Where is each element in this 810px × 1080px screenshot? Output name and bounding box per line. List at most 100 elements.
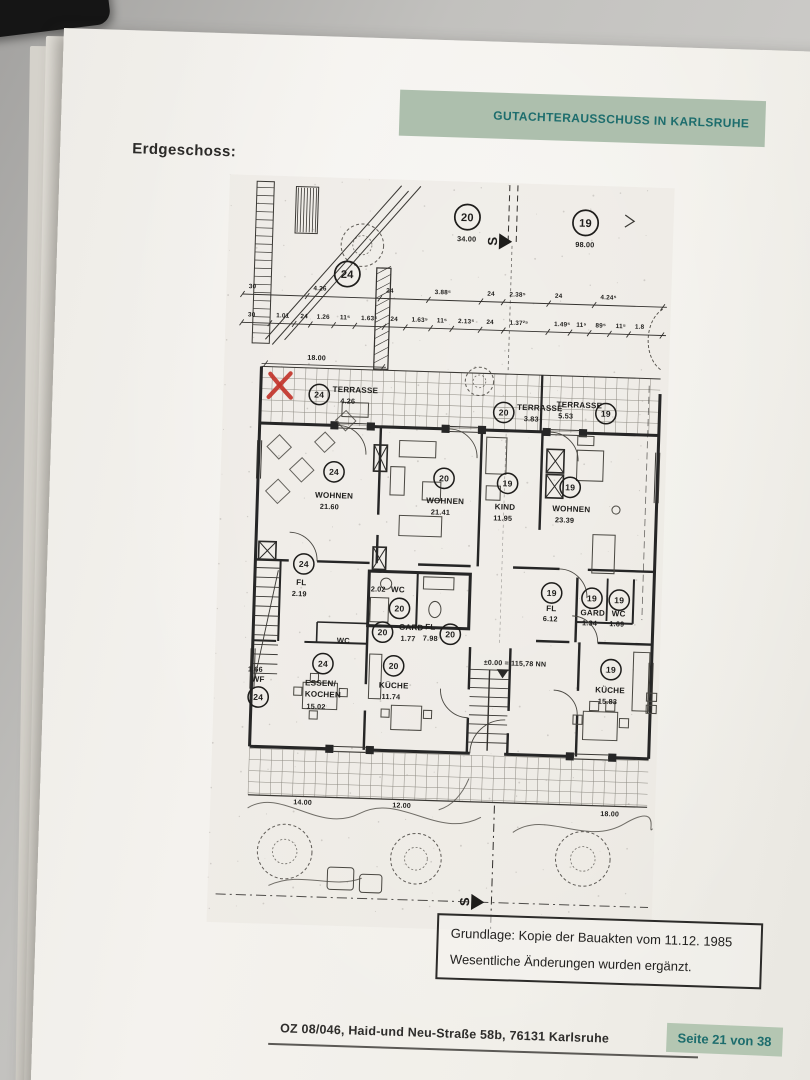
unit-number: 19 bbox=[565, 482, 575, 492]
unit-circle bbox=[608, 589, 631, 612]
dim-label: 3.88⁵ bbox=[435, 289, 452, 297]
header-banner: GUTACHTERAUSSCHUSS IN KARLSRUHE bbox=[398, 89, 767, 148]
dim-label: 18.00 bbox=[600, 811, 619, 819]
room-name: WOHNEN bbox=[426, 496, 464, 506]
room-area: 1.77 bbox=[400, 634, 415, 643]
room-area: 21.41 bbox=[431, 507, 450, 517]
room-area: 4.26 bbox=[340, 396, 355, 405]
dim-label: 18.00 bbox=[307, 355, 326, 363]
dim-label: 24 bbox=[390, 316, 398, 323]
unit-number: 19 bbox=[547, 588, 557, 598]
dim-label: 14.00 bbox=[293, 799, 312, 807]
unit-number: 19 bbox=[606, 665, 616, 675]
dim-label: 30 bbox=[249, 283, 257, 290]
unit-number: 20 bbox=[389, 661, 399, 671]
dim-label: 24 bbox=[555, 293, 563, 300]
room-name: FL bbox=[296, 578, 307, 587]
plan-annotation: WC bbox=[337, 636, 351, 645]
room-area: 5.53 bbox=[558, 411, 573, 420]
unit-circle bbox=[581, 587, 603, 610]
room-name: FL bbox=[425, 622, 436, 631]
dim-label: 11⁵ bbox=[576, 322, 587, 329]
unit-circle bbox=[371, 621, 394, 644]
dim-label: 30 bbox=[248, 311, 256, 318]
unit-number: 19 bbox=[502, 478, 512, 488]
unit-circle bbox=[453, 203, 481, 231]
unit-number: 24 bbox=[253, 692, 263, 702]
unit-number: 20 bbox=[461, 212, 474, 224]
dim-label: 11⁵ bbox=[437, 317, 448, 324]
room-area: 2.02 bbox=[371, 584, 386, 593]
unit-circle bbox=[382, 655, 405, 677]
unit-circle bbox=[433, 467, 455, 490]
dim-label: 1.8 bbox=[635, 324, 645, 331]
dim-label: 2.38⁵ bbox=[509, 291, 526, 299]
room-area: 3.83 bbox=[524, 414, 539, 423]
unit-circle bbox=[559, 476, 582, 499]
room-name: KIND bbox=[495, 502, 516, 512]
room-area: 11.95 bbox=[493, 513, 512, 523]
unit-number: 20 bbox=[499, 407, 509, 417]
room-name: WOHNEN bbox=[315, 491, 353, 501]
unit-circle bbox=[540, 582, 563, 604]
room-area: 21.60 bbox=[320, 502, 339, 512]
unit-circle bbox=[247, 686, 270, 708]
unit-number: 24 bbox=[299, 559, 309, 569]
dim-label: 1.63⁵ bbox=[361, 315, 378, 323]
dim-label: 24 bbox=[487, 291, 495, 298]
room-area: 23.39 bbox=[555, 515, 574, 525]
dim-label: 24 bbox=[300, 313, 308, 320]
room-name: FL bbox=[546, 604, 557, 613]
section-marker-arrow bbox=[470, 893, 485, 911]
room-name: TERRASSE bbox=[556, 400, 602, 410]
unit-circle bbox=[388, 597, 411, 620]
room-name: WC bbox=[391, 585, 405, 594]
footer-rule bbox=[268, 1042, 699, 1058]
room-area: 15.83 bbox=[598, 697, 617, 707]
unit-number: 19 bbox=[579, 218, 592, 230]
dim-label: 24 bbox=[486, 319, 494, 326]
unit-number: 20 bbox=[394, 603, 404, 613]
unit-circle bbox=[308, 383, 331, 406]
plan-annotation: ±0.00 = 115,78 NN bbox=[484, 660, 547, 669]
unit-number: 24 bbox=[329, 467, 339, 477]
dim-label: 2.13⁵ bbox=[458, 318, 475, 326]
room-area: 6.12 bbox=[543, 614, 558, 623]
dim-label: 1.37²⁵ bbox=[509, 320, 528, 328]
document-page: GUTACHTERAUSSCHUSS IN KARLSRUHE Erdgesch… bbox=[28, 28, 810, 1080]
section-heading: Erdgeschoss: bbox=[131, 140, 237, 161]
section-marker-letter: S bbox=[485, 236, 500, 245]
unit-circle bbox=[312, 652, 334, 675]
room-name: GARD bbox=[399, 623, 424, 633]
page-number-badge: Seite 21 von 38 bbox=[666, 1022, 784, 1057]
unit-circle bbox=[600, 658, 622, 681]
dim-label: 1.26 bbox=[317, 314, 331, 321]
room-name: ESSEN/ bbox=[305, 678, 337, 688]
room-name: TERRASSE bbox=[517, 403, 563, 413]
source-note-line1: Grundlage: Kopie der Bauakten vom 11.12.… bbox=[450, 925, 733, 950]
room-name: WOHNEN bbox=[552, 504, 590, 514]
unit-circle bbox=[292, 553, 315, 575]
unit-circle bbox=[492, 401, 515, 424]
unit-number: 19 bbox=[601, 409, 611, 419]
footer-reference: OZ 08/046, Haid-und Neu-Straße 58b, 7613… bbox=[279, 1021, 610, 1046]
dim-label: 4.24⁵ bbox=[600, 294, 617, 302]
room-area: 7.98 bbox=[423, 633, 438, 642]
unit-circle bbox=[323, 460, 345, 483]
dim-label: 4.26 bbox=[313, 285, 327, 292]
room-name: WC bbox=[612, 609, 626, 618]
source-note: Grundlage: Kopie der Bauakten vom 11.12.… bbox=[435, 913, 764, 990]
room-name: KÜCHE bbox=[379, 681, 409, 691]
dim-label: 1.49⁵ bbox=[554, 321, 571, 329]
dim-label: 1.63⁵ bbox=[411, 317, 428, 325]
room-name: TERRASSE bbox=[332, 385, 378, 395]
dim-label: 89⁵ bbox=[595, 322, 606, 329]
room-name: WF bbox=[252, 675, 265, 684]
unit-number: 20 bbox=[377, 627, 387, 637]
dim-label: 11⁵ bbox=[340, 314, 351, 321]
unit-circle bbox=[333, 260, 361, 288]
unit-number: 20 bbox=[439, 473, 449, 483]
unit-number: 24 bbox=[341, 269, 355, 281]
